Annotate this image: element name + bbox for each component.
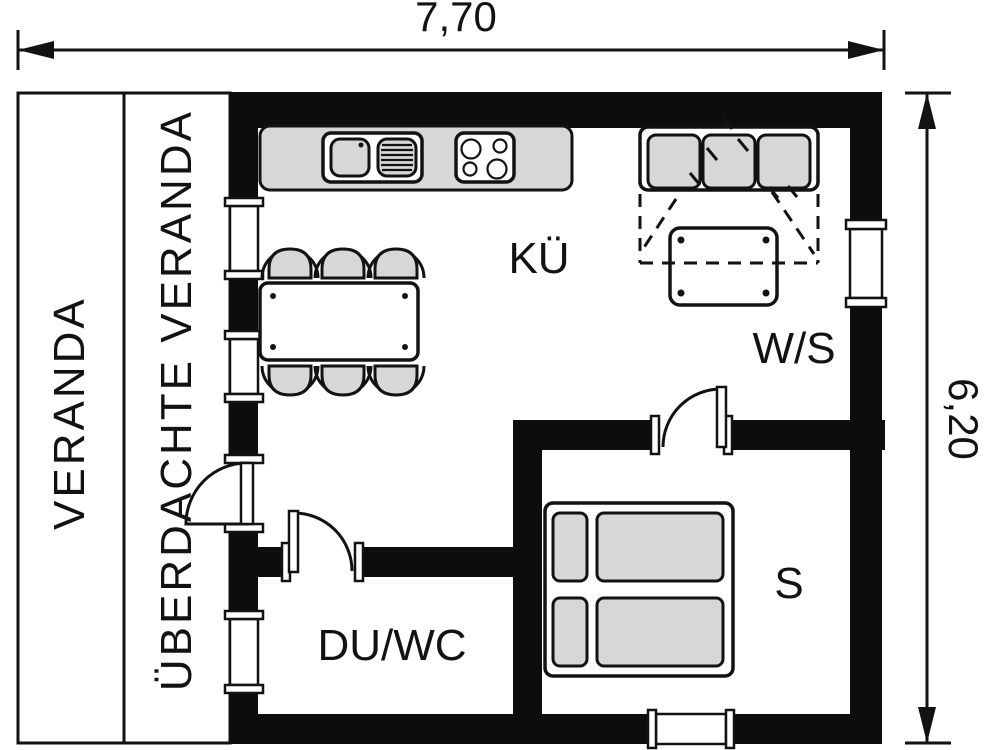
pillow [551,511,589,583]
door-swing-arc [293,511,354,572]
dimension-line-height [905,91,951,745]
mattress [595,596,725,668]
double-bed [543,501,735,678]
chair-icon [313,247,373,280]
dimension-width-label: 7,70 [415,0,497,40]
room-label-living-sleeping: W/S [752,324,836,373]
chair-icon [313,364,373,397]
kitchen-counter [258,124,574,192]
wall-duwc-bedroom [513,420,542,714]
arrow-left-icon [18,41,54,59]
burner [492,138,508,154]
sofa-cushion [646,133,702,190]
coffee-table [668,226,779,307]
window-right [844,218,888,309]
drainboard [376,137,418,178]
door-leaf [715,385,728,449]
window-bedroom-bottom [646,708,736,750]
sofa-cushion [756,133,812,190]
walls [230,92,885,744]
door-swing-arc [184,461,249,526]
wall-top [230,92,882,128]
room-label-kitchen: KÜ [508,234,570,283]
dimension-line-width [16,30,886,70]
mattress [595,511,725,583]
room-label-bedroom: S [774,559,804,608]
fold-out-bed-outline [638,191,820,265]
arrow-up-icon [918,93,936,129]
chair-icon [260,247,320,280]
chair-icon [260,364,320,397]
fold-marks [688,113,799,199]
window-left-2 [223,329,265,404]
room-label-covered-veranda: ÜBERDACHTE VERANDA [151,109,201,692]
burner [486,158,508,180]
pillow [551,596,589,668]
stove-icon [454,131,516,184]
arrow-right-icon [848,41,884,59]
door-shower-wc [280,509,365,583]
door-veranda [184,453,265,534]
window-left-1 [223,196,265,281]
dining-area [258,247,426,397]
burner [462,161,478,177]
sofa-cushion [701,133,757,190]
window-left-3 [223,609,265,695]
door-leaf [239,461,255,526]
door-swing-arc [661,387,722,448]
dining-table [258,281,420,362]
sink-basin [329,137,371,178]
sink-icon [321,131,424,184]
chair-icon [366,247,426,280]
faucet-dot [358,142,364,148]
burner [460,138,482,160]
room-label-veranda: VERANDA [44,296,94,530]
wall-bottom [230,714,882,744]
room-label-shower-wc: DU/WC [317,621,467,670]
dimension-height-label: 6,20 [940,378,988,460]
door-bedroom [649,385,734,456]
door-leaf [287,509,300,574]
sofa-bed [638,113,820,307]
chair-icon [366,364,426,397]
wall-right [850,92,882,744]
arrow-down-icon [918,707,936,743]
